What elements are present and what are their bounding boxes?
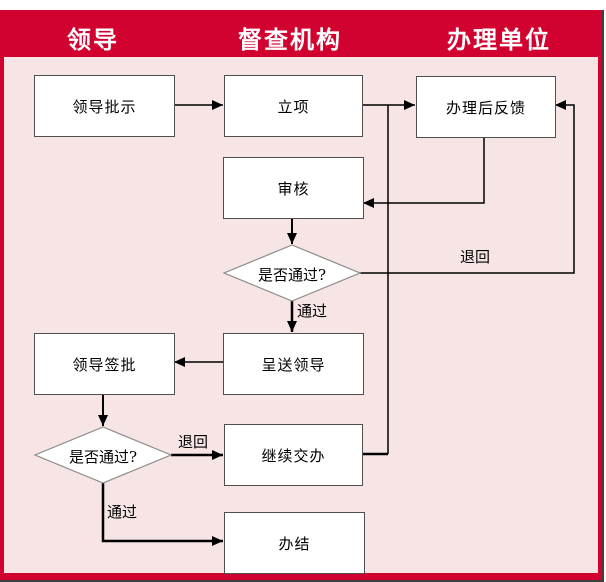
label-signoff-pass-check: 是否通过? [68, 448, 138, 466]
node-leader-signoff: 领导签批 [34, 333, 175, 395]
column-header-handling-unit: 办理单位 [447, 25, 551, 54]
diamond-review-pass-check [222, 244, 362, 302]
edge-label-review-return: 退回 [460, 248, 491, 266]
edge-feedback-to-review [363, 136, 485, 208]
node-project-setup: 立项 [224, 75, 363, 137]
node-submit-to-leader: 呈送领导 [223, 333, 364, 395]
node-post-handling-feedback: 办理后反馈 [416, 76, 556, 138]
label-review-pass-check: 是否通过? [257, 266, 327, 284]
node-review: 审核 [223, 157, 364, 219]
node-complete: 办结 [224, 512, 365, 574]
column-header-supervision: 督查机构 [238, 25, 342, 54]
edge-label-signoff-pass: 通过 [107, 503, 138, 521]
edge-check1-return [360, 100, 575, 274]
node-leader-instruction: 领导批示 [34, 75, 175, 137]
edge-check2-pass [101, 483, 223, 546]
edge-label-signoff-return: 退回 [178, 433, 209, 451]
diamond-signoff-pass-check [33, 426, 173, 484]
edge-label-review-pass: 通过 [297, 302, 328, 320]
node-continue-assignment: 继续交办 [224, 424, 363, 486]
column-header-leader: 领导 [67, 25, 119, 54]
